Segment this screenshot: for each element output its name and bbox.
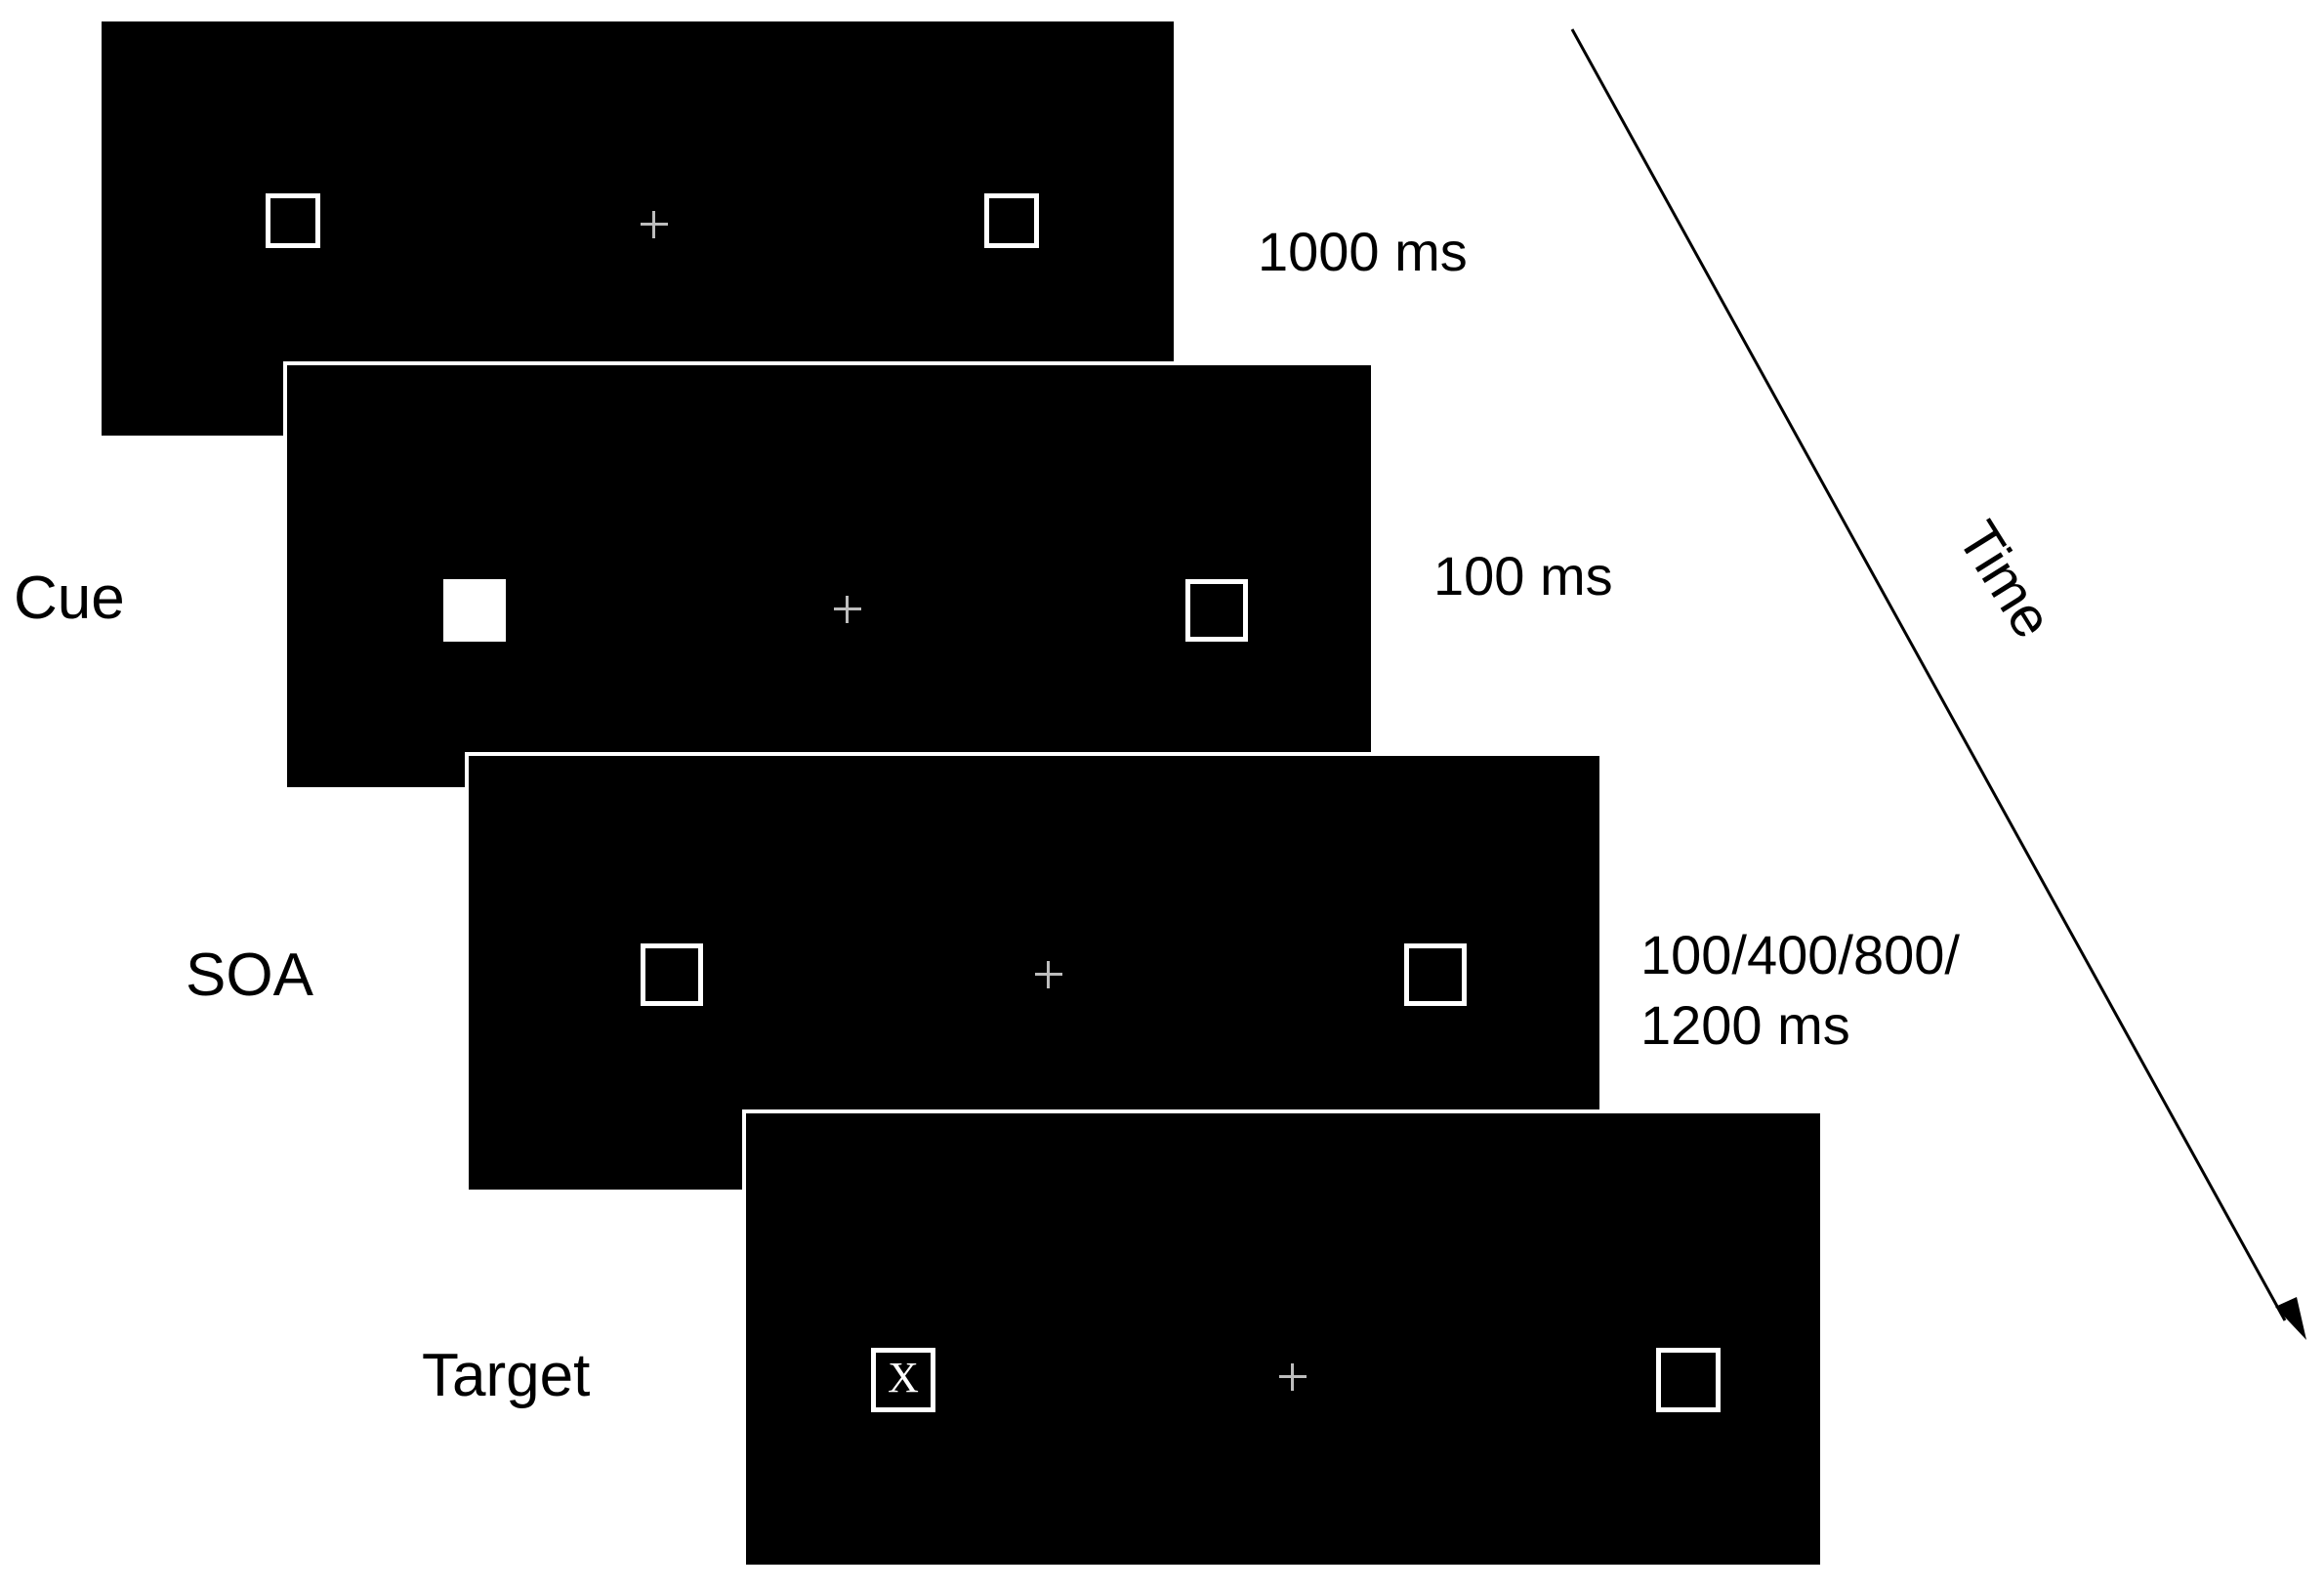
fixation-cross (641, 211, 668, 238)
duration-soa-line-2: 1200 ms (1640, 993, 1850, 1056)
right-placeholder-box (1185, 579, 1248, 642)
stage-label-soa: SOA (186, 941, 313, 1009)
screen-target: X (742, 1109, 1824, 1569)
fixation-cross (1035, 961, 1062, 988)
fixation-cross (834, 596, 861, 623)
duration-fixation: 1000 ms (1258, 221, 1468, 282)
duration-soa: 100/400/800/ 1200 ms (1640, 920, 1960, 1060)
left-placeholder-box (266, 193, 320, 248)
time-arrow-line (1570, 28, 2287, 1321)
left-cue-box-filled (443, 579, 506, 642)
fixation-cross (1279, 1363, 1307, 1391)
stage-label-cue: Cue (14, 565, 125, 632)
target-letter: X (888, 1354, 919, 1402)
stage-label-target: Target (422, 1342, 591, 1409)
left-placeholder-box (641, 943, 703, 1006)
duration-soa-line-1: 100/400/800/ (1640, 924, 1960, 985)
left-target-box: X (871, 1348, 935, 1412)
right-placeholder-box (1404, 943, 1467, 1006)
right-placeholder-box (984, 193, 1039, 248)
right-placeholder-box (1656, 1348, 1721, 1412)
duration-cue: 100 ms (1433, 545, 1613, 607)
time-arrowhead-icon (2275, 1297, 2306, 1340)
